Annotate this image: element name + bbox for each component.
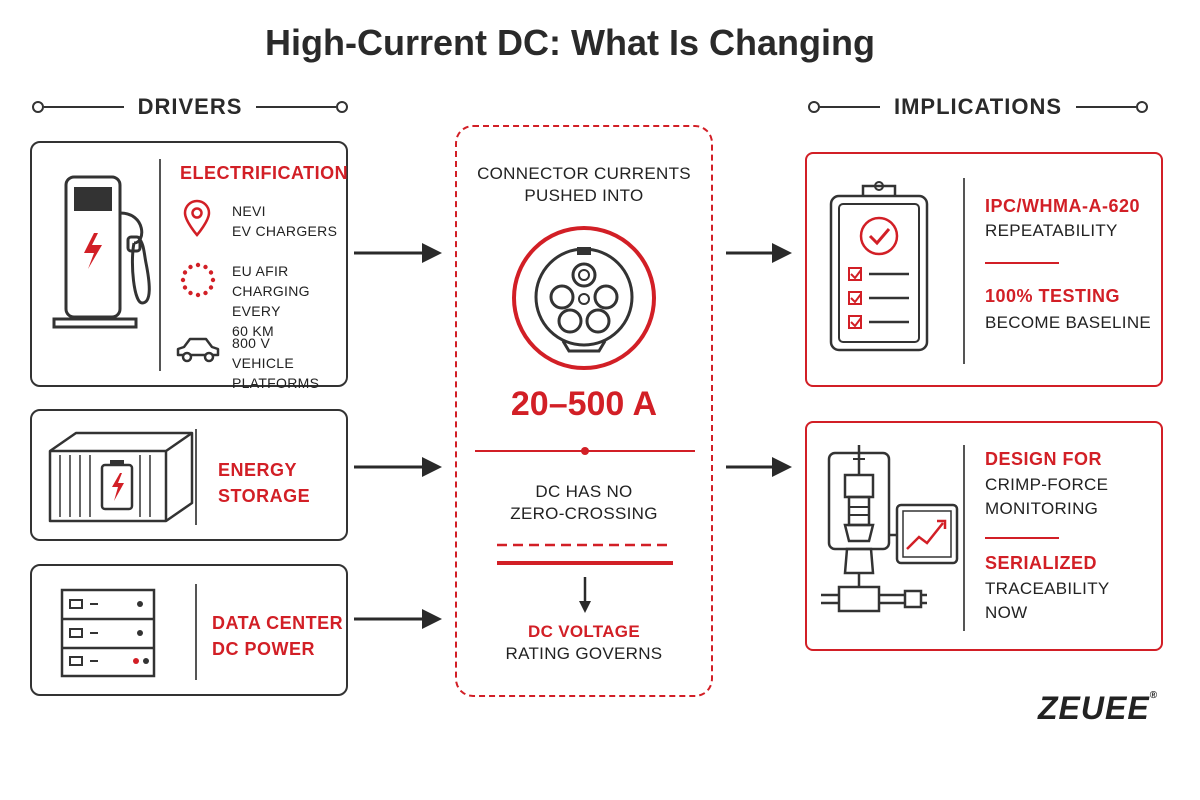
arrow-right-icon: [726, 243, 792, 263]
ev-charger-icon: [52, 175, 151, 329]
driver-card-electrification: ELECTRIFICATION NEVI EV CHARGERS EU AFIR…: [30, 141, 349, 391]
dc-line2: ZERO-CROSSING: [510, 504, 658, 523]
brand-logo-text: ZEUEE: [1038, 690, 1150, 726]
card-divider: [195, 584, 197, 680]
drivers-heading-label: DRIVERS: [137, 94, 243, 119]
voltage-line1: DC VOLTAGE: [528, 622, 640, 641]
energy-storage-line2: STORAGE: [218, 486, 311, 506]
heading-dot-right: [1136, 101, 1148, 113]
now-line: NOW: [985, 603, 1028, 622]
eu-afir-line3: 60 KM: [232, 323, 274, 339]
driver-card-data-center: DATA CENTER DC POWER: [30, 564, 348, 696]
card-divider: [195, 429, 197, 525]
clipboard-checklist-icon: [829, 181, 929, 352]
eu-stars-icon: [180, 262, 216, 298]
battery-container-icon: [48, 431, 194, 523]
center-divider: [475, 447, 695, 455]
dc-waveform-icon: [497, 543, 673, 565]
800v-text: 800 V VEHICLE PLATFORMS: [232, 333, 346, 393]
implication-divider: [985, 537, 1059, 539]
data-center-label: DATA CENTER DC POWER: [212, 610, 343, 662]
nevi-line2: EV CHARGERS: [232, 223, 338, 239]
heading-line: [820, 106, 880, 108]
card-divider: [963, 445, 965, 631]
current-range: 20–500 A: [510, 385, 658, 423]
card-divider: [159, 159, 161, 371]
800v-line2: VEHICLE PLATFORMS: [232, 355, 320, 391]
arrow-right-icon: [354, 609, 442, 629]
driver-card-energy-storage: ENERGY STORAGE: [30, 409, 348, 541]
energy-storage-line1: ENERGY: [218, 460, 298, 480]
arrow-right-icon: [354, 457, 442, 477]
server-rack-icon: [60, 588, 156, 678]
800v-line1: 800 V: [232, 335, 271, 351]
electrification-heading: ELECTRIFICATION: [180, 163, 349, 183]
crimp-monitoring-text: CRIMP-FORCE MONITORING: [985, 473, 1108, 521]
voltage-line2: RATING GOVERNS: [505, 644, 663, 663]
eu-afir-text: EU AFIR CHARGING EVERY 60 KM: [232, 261, 346, 341]
heading-dot-left: [32, 101, 44, 113]
center-intro-line2: PUSHED INTO: [524, 186, 644, 205]
crimp-force-line: CRIMP-FORCE: [985, 475, 1109, 494]
energy-storage-label: ENERGY STORAGE: [218, 457, 310, 509]
data-center-line1: DATA CENTER: [212, 613, 344, 633]
eu-afir-line1: EU AFIR: [232, 263, 289, 279]
arrow-right-icon: [354, 243, 442, 263]
monitoring-line: MONITORING: [985, 499, 1099, 518]
ipc-standard-heading: IPC/WHMA-A-620: [985, 196, 1141, 216]
baseline-text: BECOME BASELINE: [985, 313, 1152, 332]
data-center-line2: DC POWER: [212, 639, 315, 659]
connector-icon: [512, 226, 656, 370]
dc-line1: DC HAS NO: [535, 482, 633, 501]
dc-zero-crossing: DC HAS NO ZERO-CROSSING: [457, 481, 711, 525]
heading-dot-right: [336, 101, 349, 113]
implication-card-crimp: DESIGN FOR CRIMP-FORCE MONITORING SERIAL…: [805, 421, 1163, 651]
heading-line: [1076, 106, 1136, 108]
design-for-heading: DESIGN FOR: [985, 449, 1103, 469]
implication-divider: [985, 262, 1059, 264]
eu-afir-line2: CHARGING EVERY: [232, 283, 310, 319]
center-intro-line1: CONNECTOR CURRENTS: [477, 164, 691, 183]
registered-mark: ®: [1149, 690, 1159, 701]
heading-line: [44, 106, 124, 108]
heading-dot-left: [808, 101, 820, 113]
nevi-text: NEVI EV CHARGERS: [232, 201, 337, 241]
center-intro: CONNECTOR CURRENTS PUSHED INTO: [457, 163, 711, 207]
center-panel: CONNECTOR CURRENTS PUSHED INTO 20–500 A …: [455, 125, 713, 697]
page-title: High-Current DC: What Is Changing: [265, 22, 875, 63]
arrow-right-icon: [726, 457, 792, 477]
serialized-heading: SERIALIZED: [985, 553, 1098, 573]
voltage-rating: DC VOLTAGE RATING GOVERNS: [457, 621, 711, 665]
crimp-press-icon: [821, 445, 959, 613]
heading-line: [256, 106, 337, 108]
repeatability-text: REPEATABILITY: [985, 221, 1118, 240]
implications-heading-label: IMPLICATIONS: [893, 94, 1063, 119]
traceability-text: TRACEABILITY NOW: [985, 577, 1110, 625]
drivers-heading: DRIVERS: [32, 92, 349, 122]
arrow-down-icon: [579, 577, 591, 613]
card-divider: [963, 178, 965, 364]
traceability-line: TRACEABILITY: [985, 579, 1110, 598]
brand-logo: ZEUEE®: [1038, 690, 1158, 727]
car-icon: [176, 337, 220, 363]
location-pin-icon: [183, 199, 211, 237]
nevi-line1: NEVI: [232, 203, 266, 219]
implication-card-testing: IPC/WHMA-A-620 REPEATABILITY 100% TESTIN…: [805, 152, 1163, 387]
testing-heading: 100% TESTING: [985, 286, 1121, 306]
implications-heading: IMPLICATIONS: [808, 92, 1148, 122]
